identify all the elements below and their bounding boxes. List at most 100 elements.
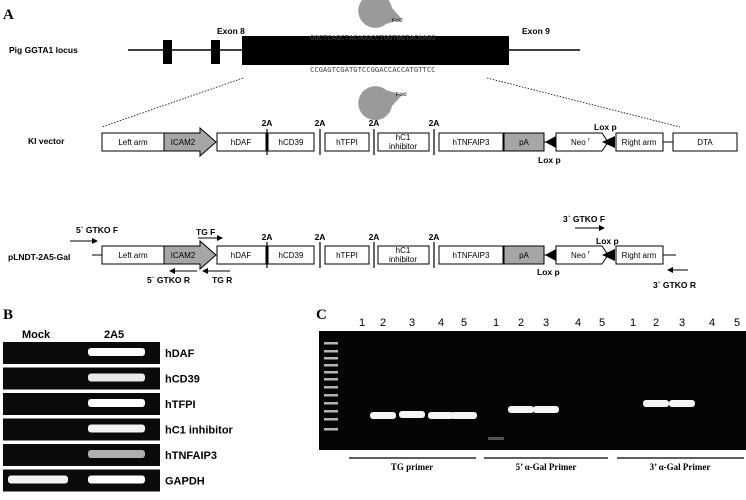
pl-htnfaip3	[438, 245, 504, 265]
primer-3gtkor: 3` GTKO R	[653, 280, 696, 290]
svg-text:hTNFAIP3: hTNFAIP3	[453, 138, 490, 147]
gel-c-lane-number: 4	[575, 317, 581, 329]
svg-text:2A: 2A	[429, 118, 440, 128]
gel-b-band-2a5	[88, 348, 145, 356]
svg-text:2A: 2A	[369, 118, 380, 128]
exon-9-block	[242, 36, 509, 65]
gel-b-strip	[3, 367, 160, 390]
ki-hdaf	[216, 132, 267, 152]
ki-icam2	[163, 126, 217, 158]
exon-7-block	[163, 40, 172, 64]
gel-c-lane-number: 2	[518, 317, 524, 329]
exon8-label: Exon 8	[217, 26, 245, 36]
svg-text:Left arm: Left arm	[118, 251, 148, 260]
svg-text:Neo: Neo	[571, 251, 586, 260]
svg-text:Lox p: Lox p	[594, 122, 617, 132]
svg-text:2A: 2A	[315, 118, 326, 128]
gel-b-band-2a5	[88, 373, 145, 382]
group-5gal: 5’ α-Gal Primer	[516, 462, 577, 472]
ki-loxp-2	[602, 136, 615, 148]
pl-htfpi	[324, 245, 370, 265]
pl-hdaf	[216, 245, 267, 265]
pl-hcd39	[267, 245, 315, 265]
gel-c-ladder-band	[324, 350, 338, 353]
svg-text:Right arm: Right arm	[622, 138, 657, 147]
svg-text:hCD39: hCD39	[279, 251, 304, 260]
gel-b-col-2a5: 2A5	[104, 329, 124, 341]
gel-c-lane-number: 2	[653, 317, 659, 329]
gel-b-band-2a5	[88, 399, 145, 407]
projection-left	[101, 77, 244, 128]
svg-text:r: r	[588, 137, 590, 143]
gel-c-band	[643, 400, 669, 407]
svg-text:2A: 2A	[262, 118, 273, 128]
gel-c-lane-number: 1	[493, 317, 499, 329]
gel-c-lane-number: 1	[630, 317, 636, 329]
svg-text:r: r	[588, 250, 590, 256]
ki-htnfaip3	[438, 132, 504, 152]
ki-loxp-1	[545, 136, 556, 148]
gel-b-band-2a5	[88, 450, 145, 458]
svg-text:inhibitor: inhibitor	[389, 255, 417, 264]
gel-b-strip	[3, 444, 160, 466]
svg-text:hTFPI: hTFPI	[336, 251, 358, 260]
gel-c-lane-number: 1	[359, 317, 365, 329]
svg-text:Lox p: Lox p	[596, 236, 619, 246]
gel-b-row-label: hDAF	[165, 348, 195, 360]
seq-top: GGCTCAGCTACAGGCCTGGTGGTACAAGG	[310, 33, 436, 42]
gel-b-strip	[3, 342, 160, 364]
projection-right	[486, 77, 681, 128]
gel-b-band-2a5	[88, 424, 145, 433]
gel-c-ladder-band	[324, 428, 338, 431]
gel-c-ladder-band	[324, 410, 338, 413]
seq-bottom: CCGAGTCGATGTCCGGACCACCATGTTCC	[310, 65, 436, 74]
gel-c-lane-number: 5	[461, 317, 467, 329]
gel-c-band	[669, 400, 695, 407]
svg-text:Right arm: Right arm	[622, 251, 657, 260]
svg-text:2A: 2A	[315, 232, 326, 242]
gel-b-row-label: hC1 inhibitor	[165, 425, 234, 437]
svg-text:2A: 2A	[369, 232, 380, 242]
gel-c-groups: TG primer 5’ α-Gal Primer 3’ α-Gal Prime…	[349, 457, 744, 472]
group-tg: TG primer	[391, 462, 433, 472]
svg-text:FokI: FokI	[392, 18, 403, 24]
svg-text:ICAM2: ICAM2	[171, 251, 196, 260]
ki-hcd39	[267, 132, 315, 152]
gel-c-ladder-band	[324, 418, 338, 421]
primer-5gtkor: 5` GTKO R	[147, 275, 190, 285]
primers: 5` GTKO F TG F 5` GTKO R TG R 3` GTKO F …	[70, 214, 696, 290]
exon9-label: Exon 9	[522, 26, 550, 36]
svg-text:hCD39: hCD39	[279, 138, 304, 147]
locus-label: Pig GGTA1 locus	[9, 45, 78, 55]
pl-hc1	[377, 245, 430, 265]
svg-text:Left arm: Left arm	[118, 138, 148, 147]
primer-tgf: TG F	[196, 227, 215, 237]
gel-c-lane-number: 3	[409, 317, 415, 329]
gel-c-band	[428, 412, 454, 419]
svg-text:pA: pA	[519, 138, 529, 147]
svg-text:Lox p: Lox p	[538, 155, 561, 165]
svg-text:2A: 2A	[429, 232, 440, 242]
panel-a-label: A	[3, 7, 14, 23]
gel-c-ladder-band	[324, 371, 338, 374]
ki-hc1	[377, 132, 430, 152]
panel-c-label: C	[316, 307, 327, 323]
panel-b-label: B	[3, 307, 13, 323]
gel-b-strip	[3, 418, 160, 441]
gel-c-band	[370, 412, 396, 419]
svg-text:2A: 2A	[262, 232, 273, 242]
svg-text:hDAF: hDAF	[231, 138, 252, 147]
gel-c-band	[508, 406, 534, 413]
primer-tgr: TG R	[212, 275, 232, 285]
foki-enzyme-top: FokI	[358, 0, 403, 28]
gel-b-band-mock	[8, 475, 68, 484]
ki-htfpi	[324, 132, 370, 152]
pl-neo	[555, 245, 609, 265]
gel-b-row-label: hCD39	[165, 374, 200, 386]
svg-text:pA: pA	[519, 251, 529, 260]
gel-c-lane-number: 5	[734, 317, 740, 329]
pl-icam2	[163, 239, 217, 271]
gel-c-lane-number: 3	[679, 317, 685, 329]
